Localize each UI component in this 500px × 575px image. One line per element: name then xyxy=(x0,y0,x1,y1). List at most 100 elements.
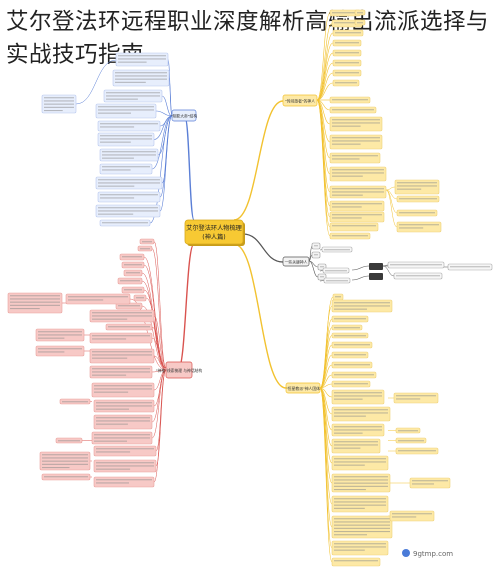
leaf-text-line xyxy=(332,155,378,157)
leaf-text-line xyxy=(335,82,357,84)
leaf-text-line xyxy=(332,122,380,124)
watermark-logo xyxy=(402,549,410,557)
branch-line-yellow xyxy=(316,62,334,101)
leaf-text-line xyxy=(332,109,374,111)
leaf-text-line xyxy=(334,485,388,487)
leaf-text-line xyxy=(38,331,82,333)
leaf-text-line xyxy=(332,203,382,205)
leaf-text-line xyxy=(335,296,341,298)
leaf-text-line xyxy=(320,276,324,278)
branch-node-yellow-top-label: "时间旅者"的神人 xyxy=(285,98,315,103)
branch-node-yellow-bottom-label: "恒星教派"神人团体 xyxy=(286,386,320,391)
connector-line xyxy=(385,189,398,200)
leaf-text-line xyxy=(10,304,60,306)
branch-line-blue xyxy=(168,77,173,117)
leaf-text-line xyxy=(314,245,318,247)
leaf-text-line xyxy=(332,206,362,208)
branch-node-red xyxy=(165,361,193,379)
leaf-text-line xyxy=(334,318,366,320)
yellow-leaf-node xyxy=(329,134,383,150)
leaf-text-line xyxy=(98,185,135,187)
leaf-text-line xyxy=(332,125,361,127)
leaf-text-line xyxy=(334,364,370,366)
leaf-text-line xyxy=(334,489,366,491)
leaf-text-line xyxy=(102,222,148,224)
leaf-text-line xyxy=(126,272,140,274)
leaf-text-line xyxy=(334,415,366,417)
branch-node-gray xyxy=(282,256,310,267)
leaf-text-line xyxy=(38,351,65,353)
leaf-text-line xyxy=(332,225,376,227)
branch-line-yellow-bottom xyxy=(319,383,333,389)
yellow-leaf-node xyxy=(396,221,442,233)
leaf-text-line xyxy=(334,412,388,414)
leaf-text-line xyxy=(100,135,152,137)
branch-line-yellow xyxy=(316,32,334,101)
leaf-text-line xyxy=(334,305,390,307)
yellow-leaf-node xyxy=(331,455,389,471)
red-leaf-node xyxy=(89,348,155,364)
leaf-text-line xyxy=(92,354,152,356)
leaf-text-line xyxy=(58,440,80,442)
dark-node xyxy=(369,273,383,280)
branch-node-blue-label: "阴影大帝"结构 xyxy=(171,113,197,118)
leaf-text-line xyxy=(42,454,88,456)
leaf-text-line xyxy=(334,546,386,548)
leaf-text-line xyxy=(334,549,365,551)
leaf-text-line xyxy=(106,98,138,100)
leaf-text-line xyxy=(325,270,347,272)
leaf-text-line xyxy=(102,154,156,156)
leaf-text-line xyxy=(396,398,421,400)
leaf-text-line xyxy=(335,52,359,54)
leaf-text-line xyxy=(98,210,158,212)
leaf-text-line xyxy=(332,188,384,190)
branch-line-yellow xyxy=(316,42,334,101)
leaf-text-line xyxy=(94,440,127,442)
leaf-text-line xyxy=(332,143,361,145)
leaf-text-line xyxy=(332,214,382,216)
center-node xyxy=(184,219,244,245)
leaf-text-line xyxy=(96,448,154,450)
branch-line-yellow xyxy=(316,72,334,101)
leaf-text-line xyxy=(92,357,128,359)
leaf-text-line xyxy=(98,207,158,209)
branch-line-red xyxy=(151,248,167,369)
leaf-text-line xyxy=(357,22,363,24)
leaf-text-line xyxy=(320,266,324,268)
branch-line-red xyxy=(153,315,167,371)
leaf-text-line xyxy=(94,385,152,387)
yellow-leaf-node xyxy=(329,200,385,212)
leaf-text-line xyxy=(38,348,82,350)
leaf-text-line xyxy=(334,458,386,460)
branch-line-red xyxy=(153,355,167,371)
leaf-text-line xyxy=(100,138,152,140)
leaf-text-line xyxy=(96,451,131,453)
branch-line-yellow-bottom xyxy=(319,387,333,505)
dark-node xyxy=(369,263,383,270)
leaf-text-line xyxy=(332,191,384,193)
connector-line xyxy=(75,59,117,105)
leaf-text-line xyxy=(334,22,360,24)
branch-line-gray xyxy=(242,233,284,263)
yellow-leaf-node xyxy=(329,211,385,223)
branch-line-red xyxy=(151,326,167,371)
leaf-text-line xyxy=(334,429,382,431)
leaf-text-line xyxy=(96,468,131,470)
leaf-text-line xyxy=(332,175,363,177)
leaf-text-line xyxy=(44,97,74,99)
leaf-text-line xyxy=(124,264,142,266)
leaf-text-line xyxy=(332,172,384,174)
branch-line-red xyxy=(153,369,167,483)
center-node-title: 艾尔登法环人物梳理 xyxy=(186,224,242,232)
branch-line-blue xyxy=(184,117,195,221)
yellow-leaf-node xyxy=(331,540,389,556)
leaf-text-line xyxy=(334,441,378,443)
leaf-text-line xyxy=(334,501,386,503)
blue-leaf-node xyxy=(99,163,153,175)
yellow-leaf-node xyxy=(329,116,383,132)
leaf-text-line xyxy=(96,479,152,481)
leaf-text-line xyxy=(332,140,380,142)
leaf-text-line xyxy=(96,417,150,419)
leaf-text-line xyxy=(334,534,367,536)
yellow-leaf-node xyxy=(329,166,387,182)
